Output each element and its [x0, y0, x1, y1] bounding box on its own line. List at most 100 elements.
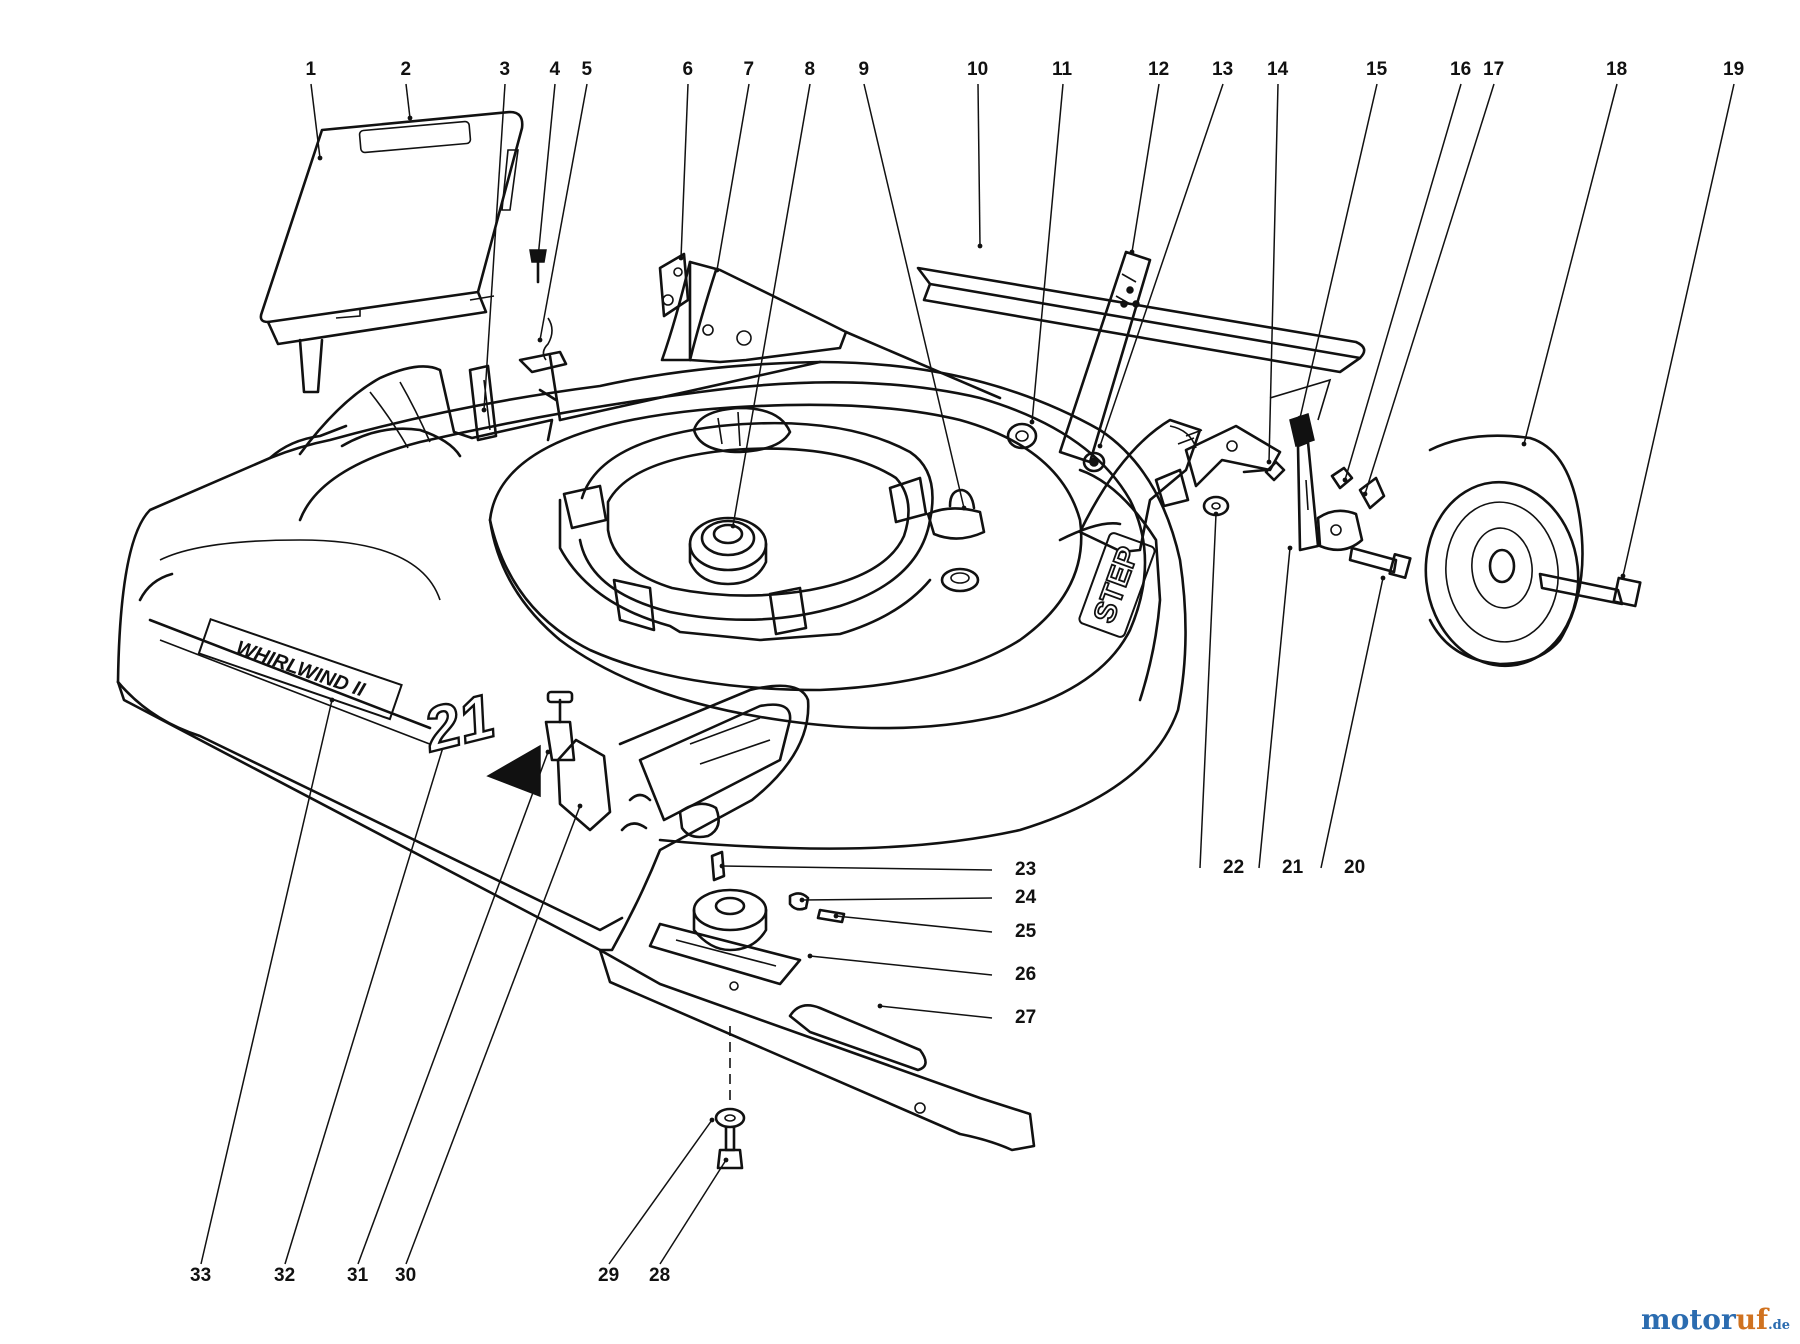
leader-line-18: [1523, 83, 1618, 445]
leader-tip-13: [1097, 443, 1103, 449]
hinge-parts-3-4-5: [468, 249, 553, 442]
leader-tip-19: [1620, 573, 1626, 579]
leader-line-9: [863, 83, 965, 509]
leader-line-23: [721, 865, 993, 871]
callout-15: 15: [1366, 59, 1388, 80]
leader-tip-33: [329, 697, 335, 703]
callout-30: 30: [395, 1265, 417, 1286]
leader-tip-11: [1029, 419, 1035, 425]
wheel-adjuster-parts: [1202, 413, 1412, 580]
leader-line-2: [405, 83, 411, 119]
leader-line-12: [1131, 83, 1160, 253]
leader-line-15: [1299, 83, 1378, 419]
leader-tip-25: [833, 913, 839, 919]
watermark-part-1: motor: [1641, 1303, 1736, 1336]
leader-tip-1: [317, 155, 323, 161]
leader-line-20: [1320, 577, 1384, 869]
callout-17: 17: [1483, 59, 1505, 80]
leader-line-19: [1622, 83, 1735, 577]
leader-line-5: [539, 83, 588, 341]
callout-20: 20: [1344, 857, 1366, 878]
callout-23: 23: [1015, 859, 1037, 880]
callout-33: 33: [190, 1265, 212, 1286]
leader-line-24: [801, 897, 993, 901]
leader-tip-20: [1380, 575, 1386, 581]
leader-line-26: [809, 955, 993, 976]
callout-16: 16: [1450, 59, 1472, 80]
watermark-part-2: uf: [1735, 1303, 1769, 1336]
callout-29: 29: [598, 1265, 620, 1286]
callout-26: 26: [1015, 964, 1037, 985]
mower-deck: [116, 252, 1187, 952]
leader-tip-10: [977, 243, 983, 249]
callout-32: 32: [274, 1265, 296, 1286]
leader-line-27: [879, 1005, 993, 1019]
leader-line-10: [977, 83, 981, 247]
callout-13: 13: [1212, 59, 1234, 80]
leader-line-25: [835, 915, 993, 933]
callout-11: 11: [1052, 59, 1073, 80]
callout-10: 10: [967, 59, 989, 80]
leader-line-17: [1364, 83, 1495, 495]
leader-line-11: [1031, 83, 1064, 423]
leader-tip-30: [577, 803, 583, 809]
wheel-part-18: [1424, 434, 1642, 668]
callout-24: 24: [1015, 887, 1037, 908]
leader-tip-24: [799, 897, 805, 903]
leader-tip-14: [1266, 459, 1272, 465]
leader-line-8: [732, 83, 811, 527]
callout-25: 25: [1015, 921, 1037, 942]
callout-12: 12: [1148, 59, 1170, 80]
watermark: motoruf.de: [1641, 1303, 1790, 1336]
leader-line-33: [200, 699, 333, 1265]
blade-assembly: [598, 850, 1036, 1152]
callout-4: 4: [549, 59, 561, 80]
rear-flap-part-1: [259, 110, 524, 394]
rear-baffle-part-10: [916, 266, 1366, 421]
callout-2: 2: [400, 59, 412, 80]
callout-1: 1: [305, 59, 317, 80]
leader-tip-28: [723, 1157, 729, 1163]
watermark-part-3: .de: [1768, 1318, 1790, 1333]
leader-tip-29: [709, 1117, 715, 1123]
leader-lines: [200, 83, 1735, 1265]
leader-line-3: [483, 83, 506, 411]
leader-line-16: [1344, 83, 1462, 481]
leader-line-28: [659, 1159, 727, 1265]
callout-9: 9: [858, 59, 870, 80]
leader-line-7: [716, 83, 750, 271]
leader-line-29: [608, 1119, 713, 1265]
callout-19: 19: [1723, 59, 1745, 80]
height-adjuster-quadrant: [1078, 418, 1282, 554]
leader-tip-26: [807, 953, 813, 959]
callout-8: 8: [804, 59, 816, 80]
leader-line-30: [405, 805, 581, 1265]
callout-21: 21: [1282, 857, 1304, 878]
callout-28: 28: [649, 1265, 671, 1286]
callout-27: 27: [1015, 1007, 1037, 1028]
leader-line-14: [1268, 83, 1279, 463]
nut-parts-11-13: [1006, 422, 1106, 473]
leader-tip-3: [481, 407, 487, 413]
leader-line-13: [1099, 83, 1224, 447]
callout-14: 14: [1267, 59, 1289, 80]
callout-7: 7: [743, 59, 755, 80]
callout-31: 31: [347, 1265, 369, 1286]
callout-18: 18: [1606, 59, 1628, 80]
leader-line-1: [310, 83, 321, 159]
callout-5: 5: [581, 59, 593, 80]
blade-bolt-parts-28-29: [714, 1107, 746, 1170]
leader-tip-27: [877, 1003, 883, 1009]
leader-line-6: [680, 83, 689, 259]
callout-22: 22: [1223, 857, 1245, 878]
callout-3: 3: [499, 59, 511, 80]
leader-tip-2: [407, 115, 413, 121]
leader-tip-31: [545, 749, 551, 755]
leader-tip-5: [537, 337, 543, 343]
callout-6: 6: [682, 59, 694, 80]
leader-line-31: [357, 751, 549, 1265]
leader-tip-32: [441, 741, 447, 747]
leader-line-4: [537, 83, 556, 259]
